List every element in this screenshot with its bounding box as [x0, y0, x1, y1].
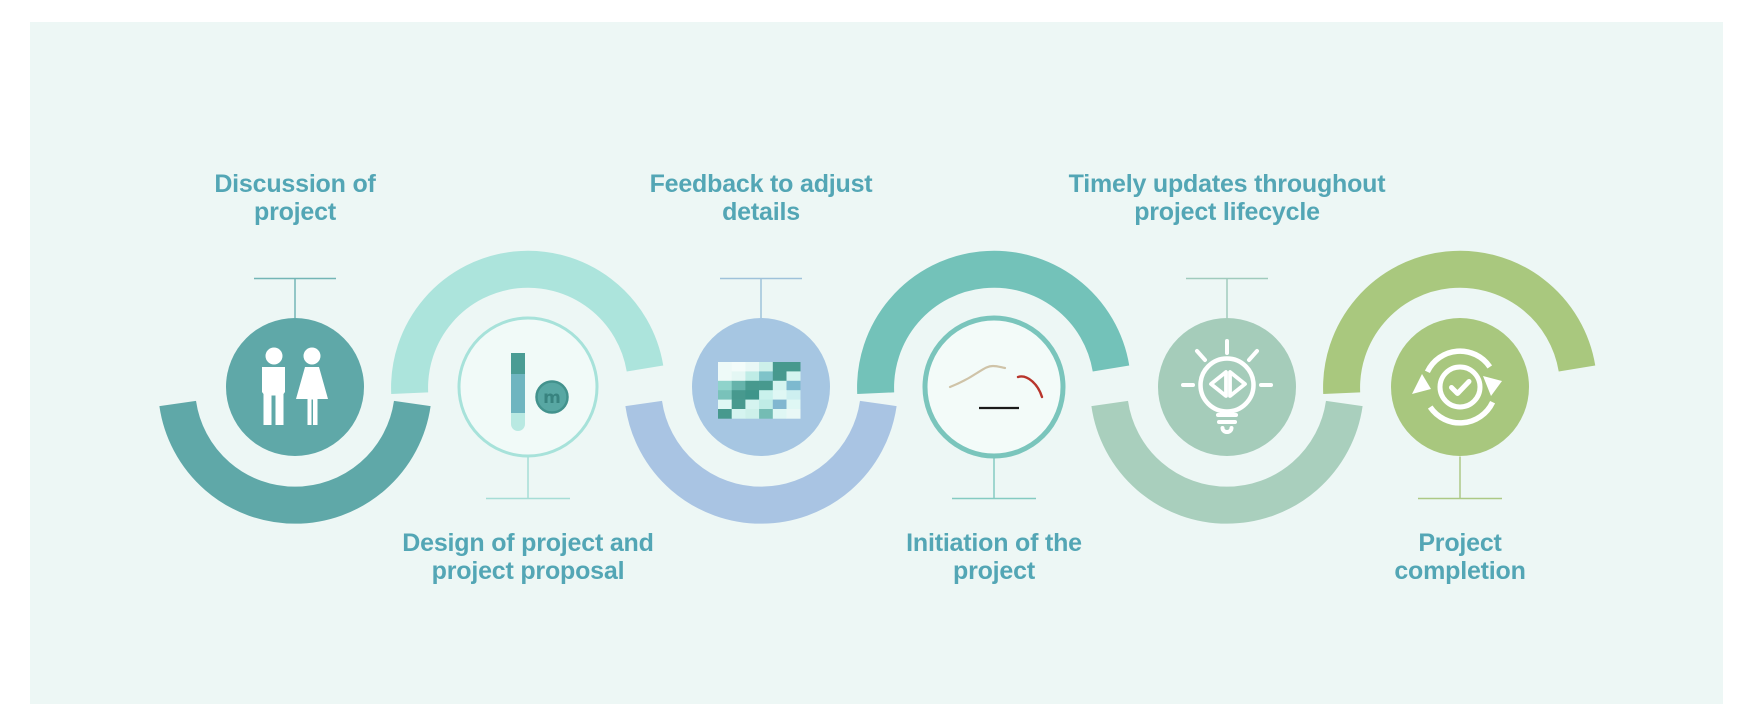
process-arc-1 — [159, 400, 431, 524]
step-label-line: project — [953, 557, 1035, 585]
step-label-line: Initiation of the — [906, 529, 1082, 557]
step-label-line: completion — [1394, 557, 1526, 585]
process-arc-2 — [391, 250, 664, 395]
process-arc-3 — [625, 400, 897, 524]
step-label-line: Timely updates throughout — [1068, 170, 1386, 198]
process-arc-4 — [857, 250, 1130, 395]
label-connector-3 — [720, 277, 802, 318]
lightbulb-code-icon — [1181, 339, 1273, 434]
step-circle-4 — [922, 315, 1066, 459]
step-label-line: Discussion of — [214, 170, 376, 198]
step-circle-6 — [1391, 318, 1529, 456]
process-arc-5 — [1091, 400, 1363, 524]
step-circle-2 — [457, 316, 599, 458]
step-label-line: Design of project and — [402, 529, 654, 557]
label-connector-2 — [486, 456, 570, 500]
label-connector-1 — [254, 277, 336, 318]
test-tube-icon: m — [511, 353, 569, 431]
mosaic-chart-icon — [718, 362, 801, 419]
label-connector-5 — [1186, 277, 1268, 318]
step-label-line: project — [254, 198, 336, 226]
step-label-line: Feedback to adjust — [649, 170, 873, 198]
label-connector-4 — [952, 456, 1036, 500]
process-arc-6 — [1323, 250, 1596, 395]
step-label-line: project lifecycle — [1134, 198, 1320, 226]
step-label-line: details — [722, 198, 800, 226]
step-label-line: Project — [1418, 529, 1502, 557]
people-icon — [262, 347, 328, 425]
sync-check-icon — [1412, 348, 1502, 426]
svg-text:m: m — [543, 388, 561, 408]
label-connector-6 — [1418, 456, 1502, 500]
step-label-line: project proposal — [431, 557, 625, 585]
step-circle-1 — [226, 318, 364, 456]
sketch-chart-icon — [948, 364, 1044, 410]
